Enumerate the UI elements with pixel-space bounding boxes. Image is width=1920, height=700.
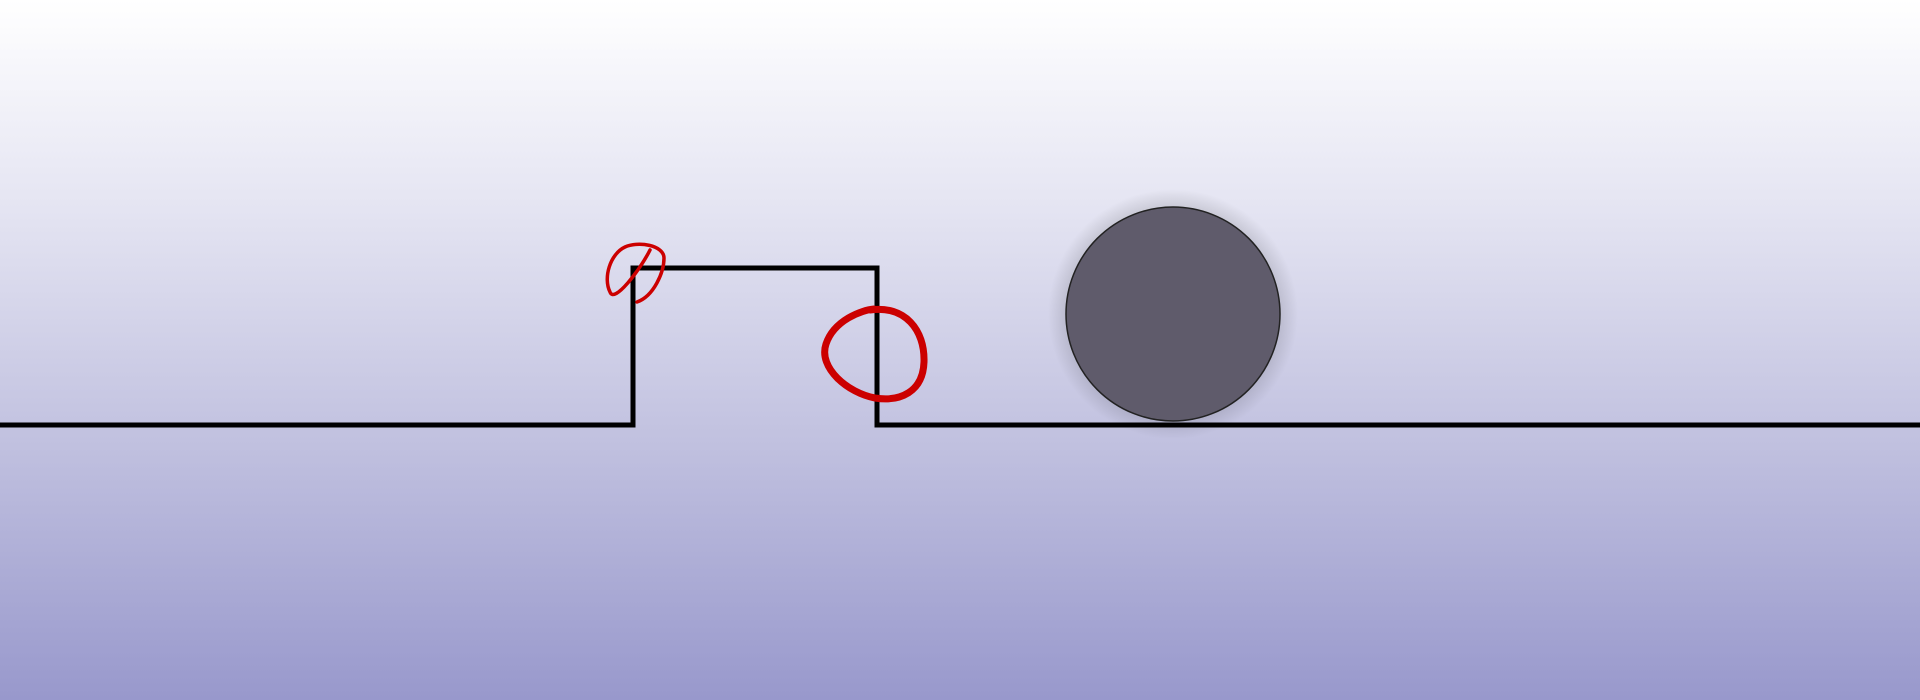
annotation-layer bbox=[605, 242, 928, 403]
ball bbox=[1065, 206, 1281, 422]
right-step-annotation bbox=[821, 305, 928, 403]
step-profile-line bbox=[0, 265, 1920, 428]
top-left-corner-annotation bbox=[605, 242, 666, 304]
